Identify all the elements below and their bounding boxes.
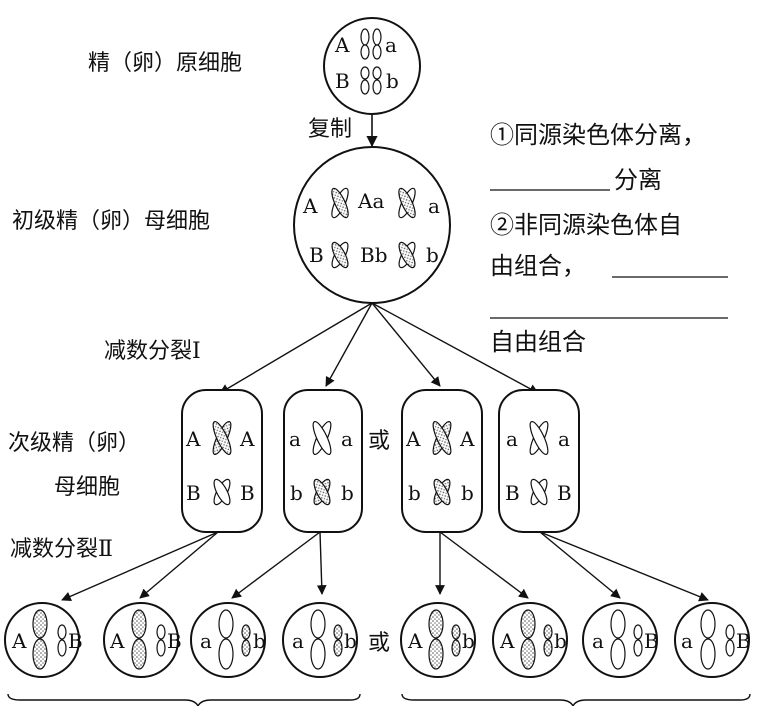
primary-allele: B [309,243,324,267]
gamete-cell [674,602,750,678]
gamete-allele: B [68,629,83,653]
secondary-cell-label-line1: 次级精（卵） [8,431,140,456]
gamete-allele: b [344,629,357,653]
secondary-allele: A [185,427,201,451]
origin-allele: b [386,69,399,93]
gamete-allele: a [200,629,212,653]
note-line-4: 由组合， [490,252,586,280]
secondary-allele: b [290,481,303,505]
gamete-chromosomes [32,609,735,670]
gamete-allele: a [292,629,304,653]
secondary-allele: B [186,481,201,505]
secondary-allele: A [405,427,421,451]
secondary-allele: B [505,481,520,505]
secondary-chromosomes [212,420,549,506]
primary-cell-label: 初级精（卵）母细胞 [12,209,210,234]
primary-allele: a [428,194,440,218]
secondary-allele: b [461,481,474,505]
secondary-allele: b [341,481,354,505]
gamete-allele: B [644,629,659,653]
brace-left [7,693,361,706]
secondary-allele: A [459,427,475,451]
primary-allele: b [426,243,439,267]
primary-cell [293,146,451,304]
replication-label: 复制 [308,117,352,142]
or-label-secondary: 或 [368,429,390,454]
spermatogonium-label: 精（卵）原细胞 [88,51,242,76]
note-line-3: ②非同源染色体自 [490,211,682,239]
note-line-6: 自由组合 [490,328,586,356]
meiosis-2-label: 减数分裂Ⅱ [10,537,113,562]
secondary-allele: a [289,427,301,451]
primary-chromosomes [331,187,416,269]
origin-chromosomes [360,28,382,95]
gamete-allele: A [499,629,515,653]
or-label-gametes: 或 [368,631,390,656]
primary-allele: Aa [357,189,384,213]
secondary-cells [181,389,580,533]
secondary-allele: A [239,427,255,451]
meiosis-2-arrows [61,531,709,602]
origin-allele: A [334,33,350,57]
secondary-cell-3 [401,389,483,533]
gamete-allele: A [407,629,423,653]
gamete-allele: b [554,629,567,653]
gamete-allele: B [167,629,182,653]
secondary-allele: a [341,427,353,451]
secondary-allele: b [408,481,421,505]
meiosis-1-label: 减数分裂Ⅰ [104,339,201,364]
gamete-allele: a [592,629,604,653]
secondary-cell-label-line2: 母细胞 [54,475,120,500]
gamete-allele: A [109,629,125,653]
origin-allele: B [335,69,350,93]
secondary-allele: B [557,481,572,505]
primary-allele: Bb [360,243,388,267]
gamete-allele: a [681,629,693,653]
note-line-2: 分离 [614,166,662,194]
origin-allele: a [385,33,397,57]
secondary-cell-1 [181,389,263,533]
primary-allele: A [302,194,318,218]
gamete-allele: b [253,629,266,653]
meiosis-1-arrows [219,302,539,394]
brace-right [401,693,751,706]
secondary-allele: a [506,427,518,451]
note-line-1: ①同源染色体分离， [490,121,706,149]
secondary-allele: B [240,481,255,505]
secondary-cell-2 [283,389,363,533]
gamete-allele: A [11,629,27,653]
gamete-allele: B [736,629,751,653]
secondary-cell-4 [498,389,580,533]
gamete-allele: b [462,629,475,653]
secondary-allele: a [558,427,570,451]
